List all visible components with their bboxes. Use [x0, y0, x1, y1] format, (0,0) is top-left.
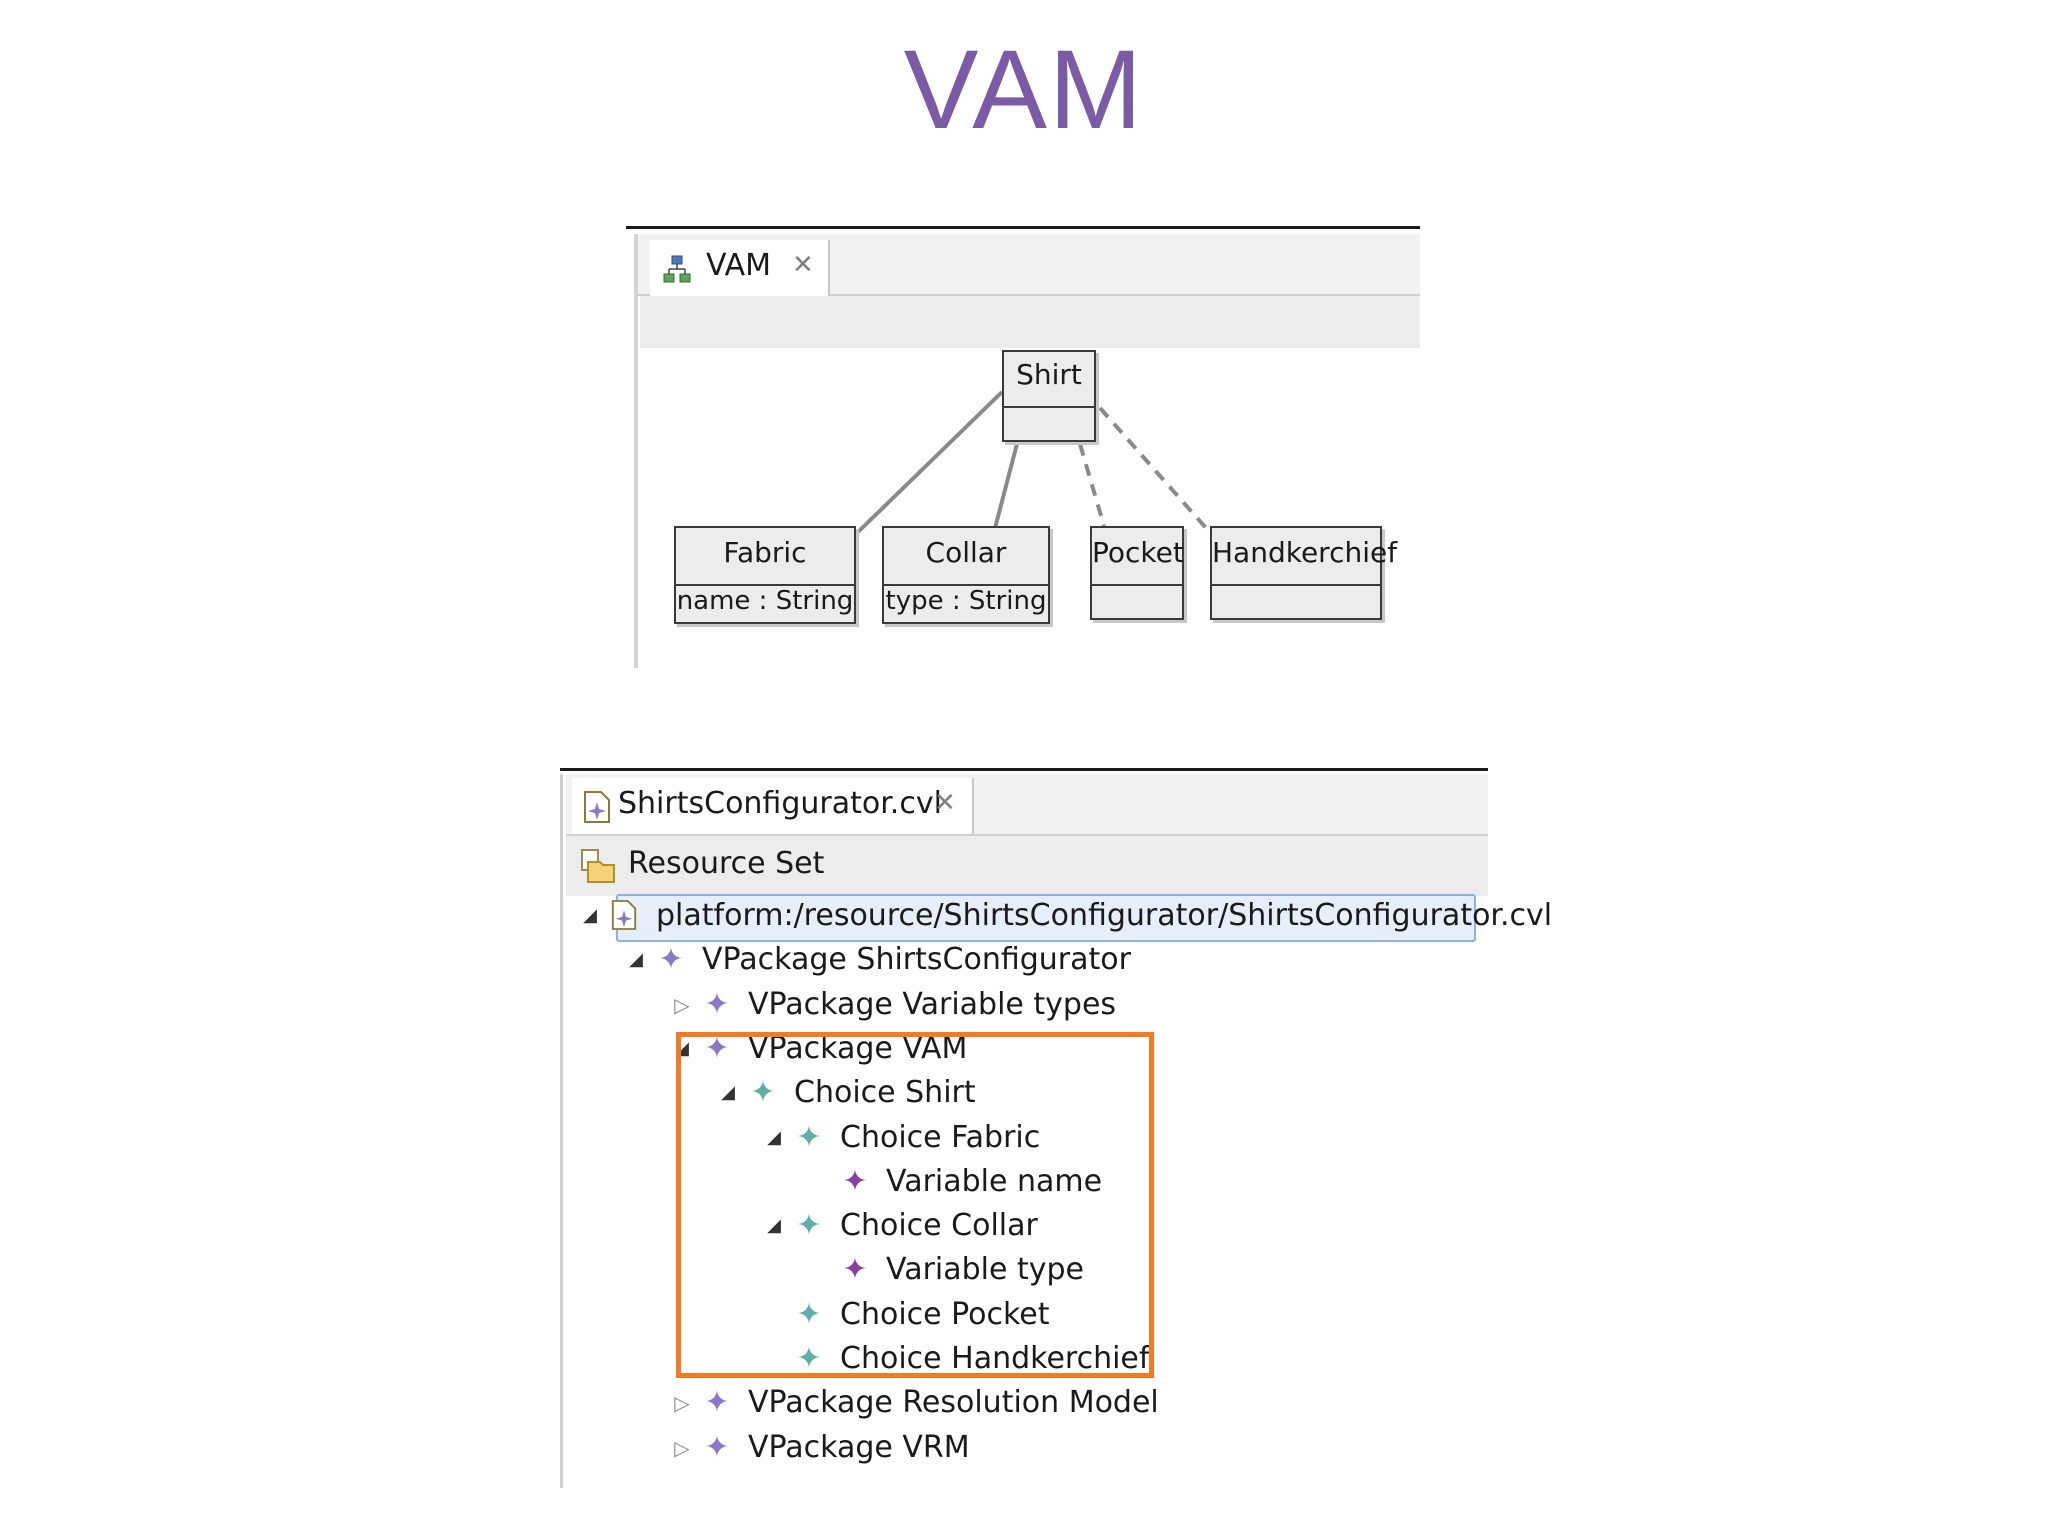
expand-arrow-icon[interactable]: ▷ — [674, 1435, 690, 1460]
close-icon[interactable]: ✕ — [792, 250, 814, 280]
class-handkerchief[interactable]: Handkerchief — [1210, 526, 1398, 620]
choice-icon: ✦ — [796, 1296, 822, 1332]
tree-item[interactable]: ▷ ✦ VPackage Variable types — [560, 983, 1480, 1027]
class-collar[interactable]: Collar type : String — [882, 526, 1050, 624]
tree-item-label: VPackage ShirtsConfigurator — [702, 942, 1131, 978]
cvl-file-icon — [582, 790, 612, 828]
vpackage-icon: ✦ — [704, 1385, 730, 1421]
class-name: Handkerchief — [1212, 536, 1398, 569]
tree-item-label: Variable name — [886, 1163, 1103, 1199]
relation-shirt-collar — [992, 439, 1020, 533]
class-name: Collar — [925, 536, 1007, 569]
tree-item-label: Choice Pocket — [840, 1296, 1050, 1332]
relation-shirt-pocket — [1078, 443, 1106, 527]
tree-item-label: Choice Handkerchief — [840, 1341, 1150, 1376]
diagram-toolbar — [640, 296, 1420, 348]
class-name: Pocket — [1092, 536, 1184, 569]
tree-item[interactable]: ◢ ✦ Choice Collar — [560, 1204, 1480, 1248]
expand-arrow-icon[interactable]: ▷ — [674, 992, 690, 1017]
class-pocket[interactable]: Pocket — [1090, 526, 1184, 620]
class-name: Shirt — [1016, 358, 1082, 391]
collapse-arrow-icon[interactable]: ◢ — [629, 949, 643, 971]
editor-tab-strip: ShirtsConfigurator.cvl ✕ — [566, 774, 1488, 836]
tree-item-label: Variable type — [886, 1252, 1085, 1288]
class-attribute: name : String — [676, 586, 854, 616]
relation-lines — [856, 390, 1208, 534]
variable-icon: ✦ — [842, 1252, 868, 1288]
panel-left-border — [634, 234, 638, 668]
class-diagram: Shirt Fabric name : String Collar type :… — [626, 226, 1420, 668]
collapse-arrow-icon[interactable]: ◢ — [767, 1215, 781, 1237]
class-divider — [676, 584, 854, 586]
tree-item[interactable]: ✦ Choice Handkerchief — [560, 1337, 1480, 1381]
tab-vam[interactable]: VAM ✕ — [650, 240, 830, 296]
tree-item[interactable]: ✦ Variable type — [560, 1248, 1480, 1292]
close-icon[interactable]: ✕ — [934, 788, 956, 818]
class-divider — [1004, 406, 1094, 408]
tab-shirts-configurator[interactable]: ShirtsConfigurator.cvl ✕ — [572, 778, 974, 834]
class-divider — [1212, 584, 1380, 586]
editor-tab-strip: VAM ✕ — [638, 234, 1420, 296]
resource-set-header: Resource Set — [566, 836, 1488, 896]
tree-item-label: Choice Collar — [840, 1208, 1038, 1244]
class-fabric[interactable]: Fabric name : String — [674, 526, 856, 624]
collapse-arrow-icon[interactable]: ◢ — [721, 1082, 735, 1104]
tree-item[interactable]: ◢ ✦ Choice Shirt — [560, 1071, 1480, 1115]
tree-item-label: VPackage Variable types — [748, 986, 1117, 1022]
choice-icon: ✦ — [796, 1119, 822, 1155]
tree-item[interactable]: ◢ ✦ Choice Fabric — [560, 1116, 1480, 1160]
tree-item[interactable]: ✦ Variable name — [560, 1160, 1480, 1204]
collapse-arrow-icon[interactable]: ◢ — [767, 1126, 781, 1148]
panel-top-border — [626, 226, 1420, 229]
resource-set-label: Resource Set — [628, 846, 825, 881]
tree-item-label: Choice Fabric — [840, 1119, 1041, 1155]
tree-item-label: platform:/resource/ShirtsConfigurator/Sh… — [656, 898, 1553, 933]
choice-icon: ✦ — [750, 1075, 776, 1111]
class-attribute: type : String — [885, 586, 1047, 616]
class-divider — [1092, 584, 1182, 586]
choice-icon: ✦ — [796, 1208, 822, 1244]
tree-item-label: Choice Shirt — [794, 1075, 976, 1111]
panel-left-border — [560, 774, 563, 1488]
vpackage-icon: ✦ — [658, 942, 684, 978]
tree-item[interactable]: ✦ Choice Pocket — [560, 1293, 1480, 1337]
tree-item-label: VPackage VRM — [748, 1429, 970, 1465]
vpackage-icon: ✦ — [704, 986, 730, 1022]
tab-label: ShirtsConfigurator.cvl — [618, 786, 942, 821]
variable-icon: ✦ — [842, 1163, 868, 1199]
class-divider — [884, 584, 1048, 586]
tree-item[interactable]: ◢ platform:/resource/ShirtsConfigurator/S… — [560, 894, 1552, 938]
vam-highlight-box — [676, 1032, 1154, 1378]
vpackage-icon: ✦ — [704, 1429, 730, 1465]
tree-item[interactable]: ▷ ✦ VPackage Resolution Model — [560, 1381, 1480, 1425]
tree-item-label: VPackage Resolution Model — [748, 1385, 1159, 1421]
choice-icon: ✦ — [796, 1341, 822, 1376]
panel-top-border — [560, 768, 1488, 771]
vam-diagram-panel: VAM ✕ Shirt Fabric name : String Collar … — [626, 226, 1420, 668]
tree-item[interactable]: ◢ ✦ VPackage ShirtsConfigurator — [560, 938, 1480, 982]
cvl-tree-panel: ShirtsConfigurator.cvl ✕ Resource Set ◢ p… — [560, 768, 1552, 1488]
resource-set-icon — [580, 848, 616, 888]
tree-item[interactable]: ▷ ✦ VPackage VRM — [560, 1426, 1480, 1470]
expand-arrow-icon[interactable]: ▷ — [674, 1391, 690, 1416]
slide-title: VAM — [903, 27, 1145, 152]
class-name: Fabric — [723, 536, 807, 569]
cvl-file-icon — [610, 899, 638, 948]
relation-shirt-handkerchief — [1098, 406, 1208, 530]
class-shirt[interactable]: Shirt — [1002, 350, 1096, 442]
selection-highlight — [616, 894, 1476, 942]
collapse-arrow-icon[interactable]: ◢ — [583, 905, 597, 926]
tab-label: VAM — [706, 248, 772, 283]
class-diagram-icon — [662, 254, 692, 288]
relation-shirt-fabric — [856, 390, 1004, 534]
